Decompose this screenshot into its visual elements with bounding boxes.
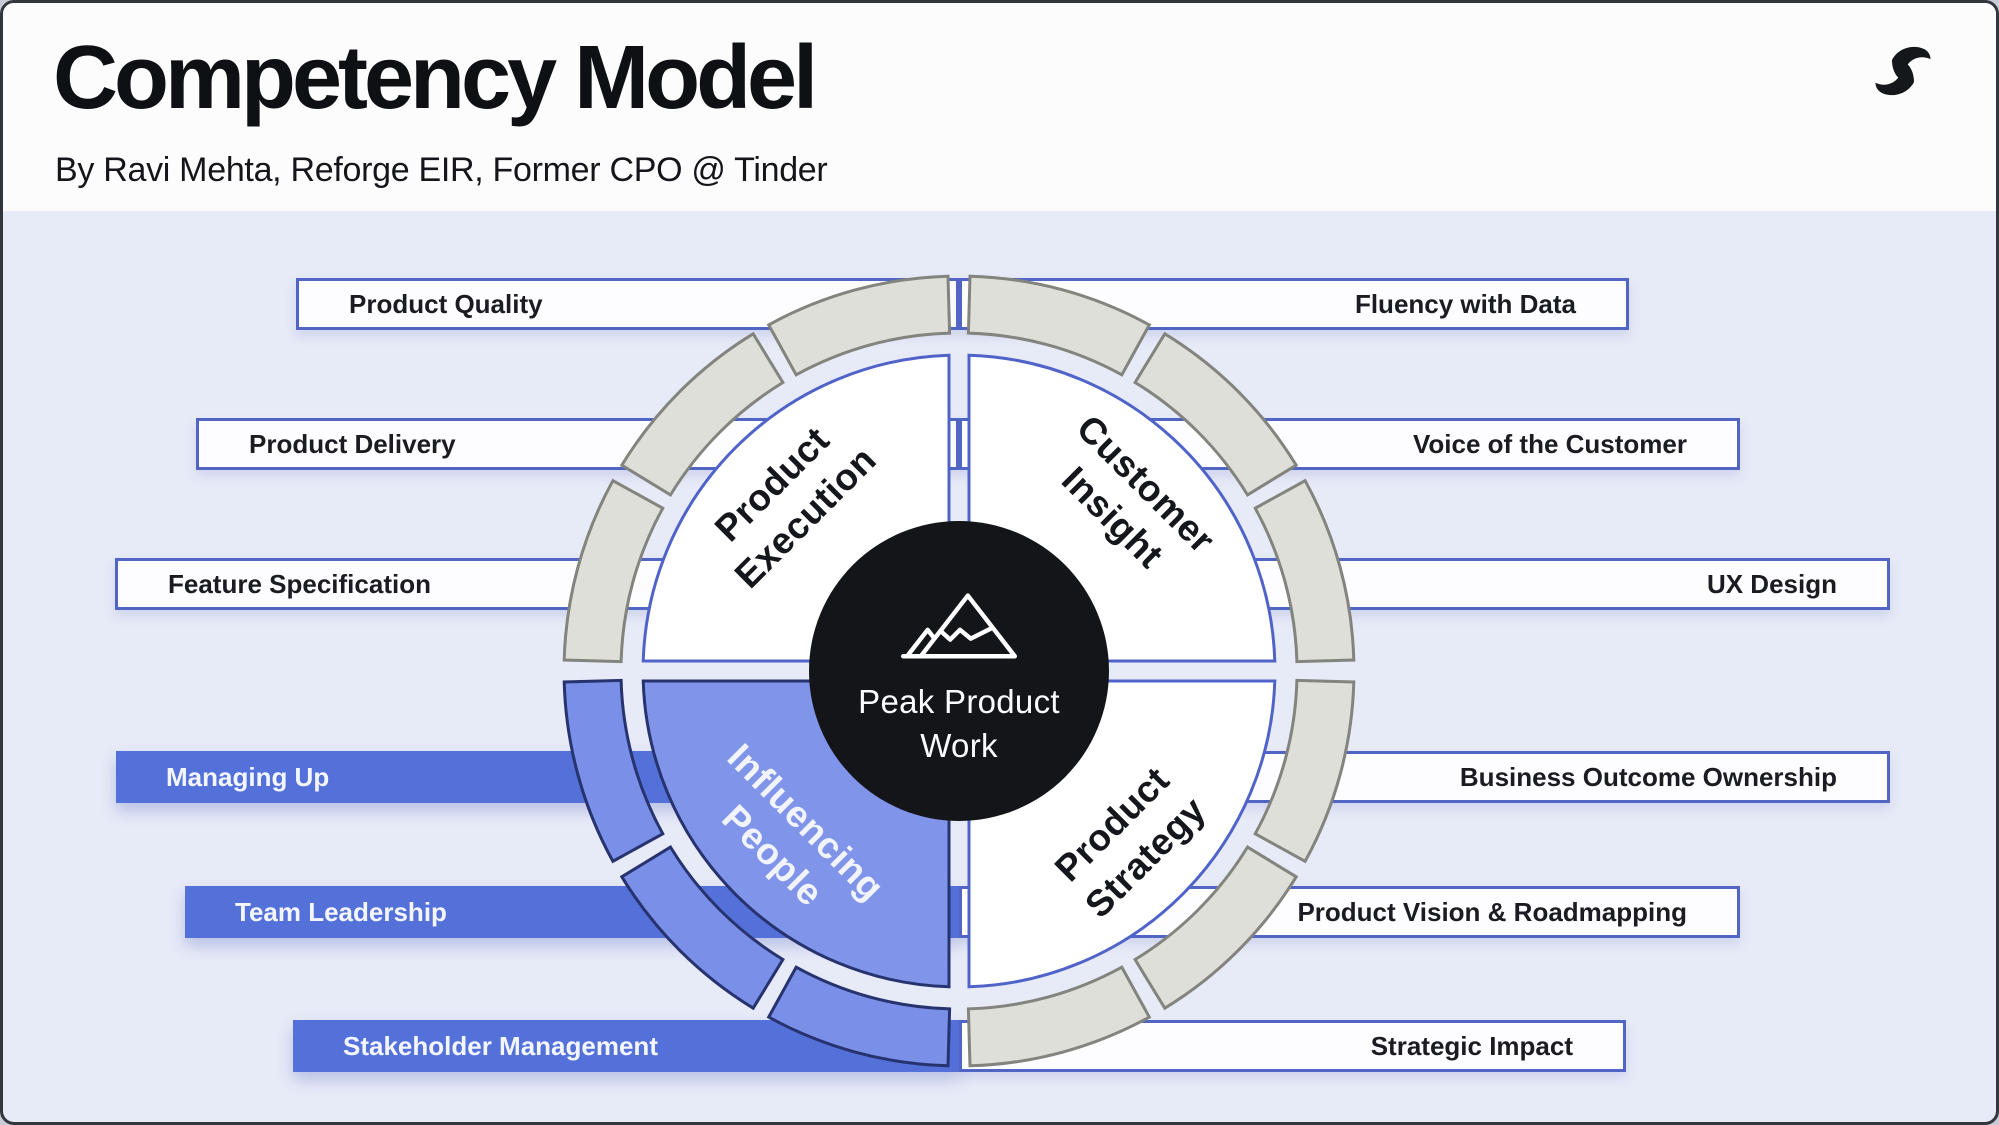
bar-label: Strategic Impact [1370, 1030, 1573, 1061]
ring-segment-customer-insight-3 [1253, 478, 1356, 664]
bar-label: Product Vision & Roadmapping [1297, 896, 1687, 927]
page-title: Competency Model [53, 28, 818, 128]
bar-label: Product Delivery [249, 428, 456, 459]
bar-label: Business Outcome Ownership [1459, 761, 1837, 792]
bar-label: Managing Up [166, 761, 330, 792]
ring-segment-product-execution-3 [766, 274, 952, 377]
ring-segment-product-strategy-1 [1253, 678, 1356, 864]
page-subtitle: By Ravi Mehta, Reforge EIR, Former CPO @… [55, 151, 828, 189]
ring-segment-customer-insight-1 [966, 274, 1152, 377]
bar-label: UX Design [1706, 568, 1837, 599]
bar-label: Voice of the Customer [1412, 428, 1687, 459]
ring-segment-influencing-people-3 [562, 678, 665, 864]
bar-label: Feature Specification [168, 568, 431, 599]
ring-segment-influencing-people-1 [766, 965, 952, 1068]
mountain-icon [900, 593, 1018, 659]
peak-product-work-hub: Peak Product Work [809, 521, 1109, 821]
ring-segment-product-strategy-3 [966, 965, 1152, 1068]
ring-segment-customer-insight-2 [1133, 331, 1299, 497]
ring-segment-influencing-people-2 [619, 845, 785, 1011]
header: Competency Model By Ravi Mehta, Reforge … [3, 3, 1996, 211]
bar-label: Team Leadership [235, 896, 447, 927]
hub-label: Peak Product Work [858, 683, 1060, 764]
bar-label: Stakeholder Management [343, 1030, 658, 1061]
bar-label: Product Quality [349, 288, 543, 319]
ring-segment-product-execution-2 [619, 331, 785, 497]
bar-label: Fluency with Data [1354, 288, 1576, 319]
diagram-canvas: Product Quality Product Delivery Feature… [3, 211, 1996, 1122]
ring-segment-product-execution-1 [562, 478, 665, 664]
ring-segment-product-strategy-2 [1133, 845, 1299, 1011]
reforge-logo-icon [1875, 46, 1931, 96]
